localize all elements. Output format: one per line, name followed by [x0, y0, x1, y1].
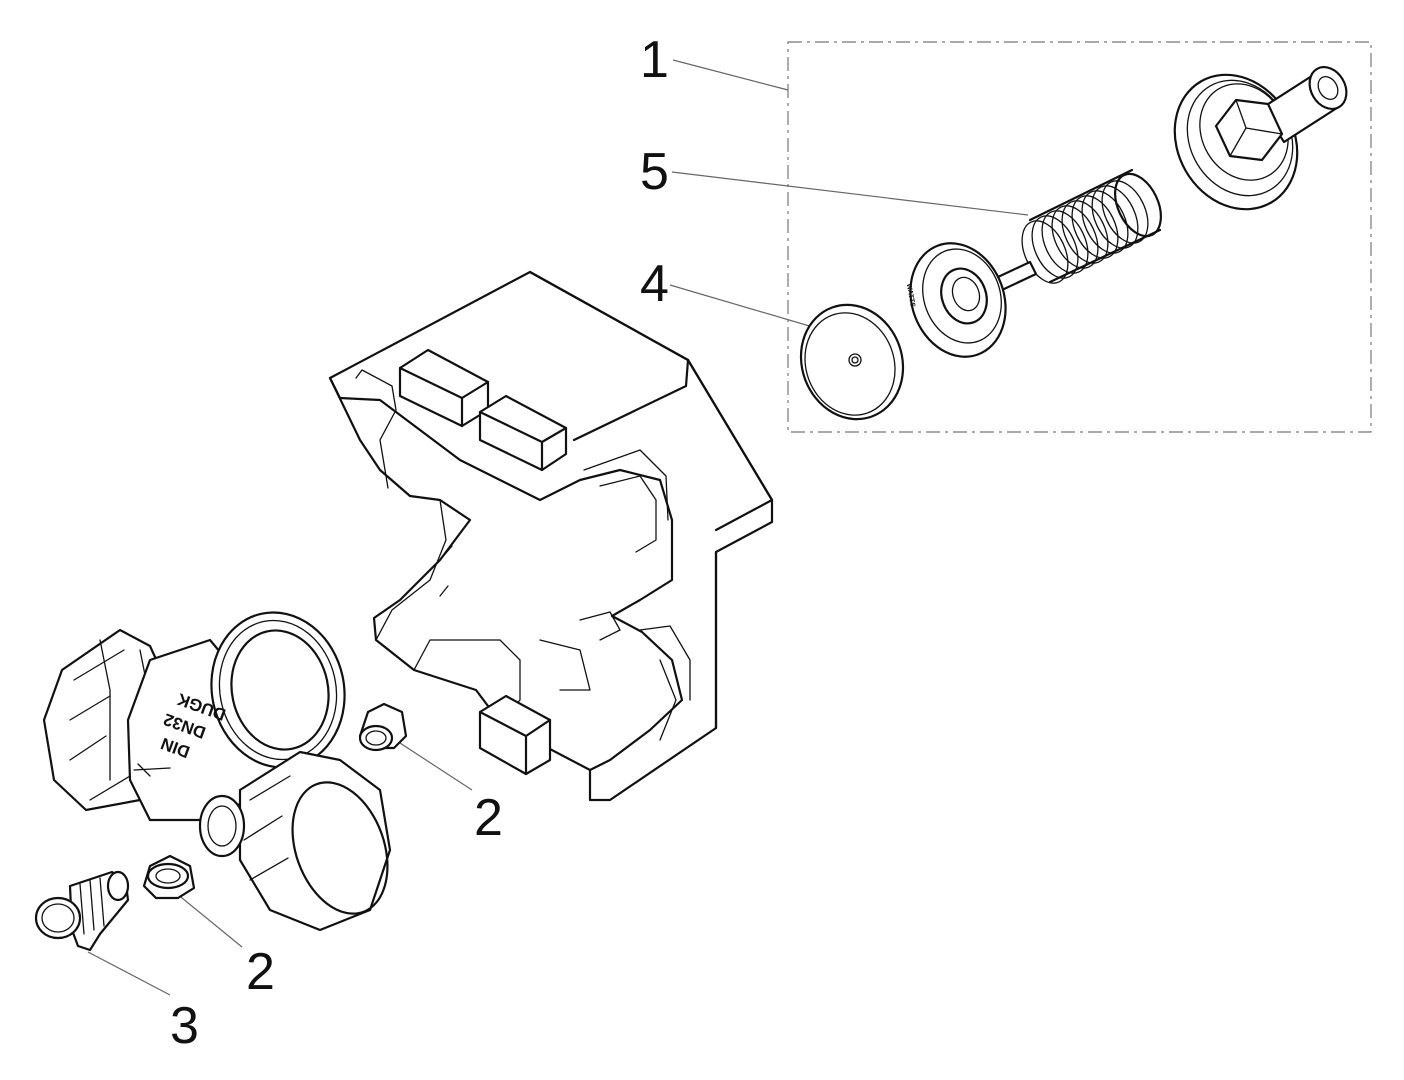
insulation-shell	[328, 270, 774, 802]
bonnet-cap	[1173, 66, 1348, 211]
spring	[1021, 168, 1162, 284]
seal-disc: WATTS	[905, 242, 1007, 358]
valve-body: DUGK DN32 DIN	[42, 611, 392, 932]
callout-2-upper: 2	[474, 789, 503, 847]
callout-3: 3	[170, 997, 199, 1055]
callout-1: 1	[640, 31, 669, 89]
callout-5: 5	[640, 143, 669, 201]
kit-boundary-box	[787, 41, 1372, 433]
callout-4: 4	[640, 255, 669, 313]
drain-valve	[34, 870, 130, 952]
callout-2-lower: 2	[246, 943, 275, 1001]
plug-lower	[142, 854, 196, 900]
seal-marking: WATTS	[905, 283, 916, 308]
washer-disc	[799, 303, 905, 421]
leader-lines	[87, 59, 1029, 996]
plug-upper	[358, 702, 408, 752]
